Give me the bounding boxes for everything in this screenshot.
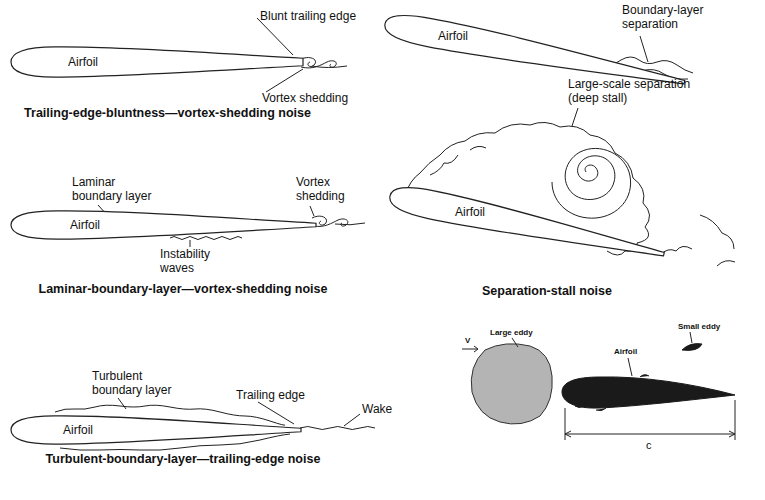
figure-label: V: [465, 336, 470, 345]
wake: [300, 427, 375, 430]
leader-line: [572, 108, 578, 126]
leader-line: [512, 332, 692, 376]
part-label: Vortex shedding: [296, 176, 358, 204]
mechanism-title: Turbulent-boundary-layer—trailing-edge n…: [28, 452, 338, 466]
dimension-label: c: [646, 439, 652, 452]
airfoil: Airfoil: [8, 410, 308, 450]
airfoil-outline: [385, 178, 675, 273]
airfoil-shape: [387, 182, 667, 268]
airfoil-outline: [8, 410, 308, 450]
airfoil-label: Airfoil: [455, 206, 485, 218]
instability-waves: [170, 237, 242, 240]
airfoil-shape: [11, 211, 316, 239]
figure-label: Small eddy: [678, 322, 720, 331]
part-label: Large-scale separation (deep stall): [568, 78, 718, 106]
airfoil-label: Airfoil: [63, 424, 93, 436]
figure-label: Large eddy: [490, 328, 533, 337]
mechanism-title: Trailing-edge-bluntness—vortex-shedding …: [15, 106, 320, 120]
part-label: Turbulent boundary layer: [92, 370, 187, 398]
airfoil-label: Airfoil: [438, 30, 468, 42]
small-airfoil: [562, 377, 735, 408]
airfoil: Airfoil: [8, 205, 320, 245]
part-label: Boundary-layer separation: [622, 4, 727, 32]
eddy-spiral: [552, 148, 631, 218]
mechanism-title: Separation-stall noise: [482, 284, 612, 298]
mechanism-title: Laminar-boundary-layer—vortex-shedding n…: [28, 282, 338, 296]
airfoil: Airfoil: [8, 40, 313, 85]
vortex-shedding: [301, 58, 347, 68]
leader-line: [257, 18, 303, 92]
part-label: Laminar boundary layer: [72, 176, 167, 204]
airfoil-shape: [11, 416, 301, 444]
figure-label: Airfoil: [614, 347, 637, 356]
small-eddy: [575, 344, 702, 411]
part-label: Vortex shedding: [262, 92, 348, 106]
airfoil-outline: [8, 205, 320, 245]
large-eddy: [471, 344, 552, 424]
airfoil-label: Airfoil: [70, 219, 100, 231]
airfoil: Airfoil: [385, 178, 675, 273]
vortex-shedding: [312, 216, 365, 226]
part-label: Wake: [362, 403, 392, 417]
part-label: Trailing edge: [236, 389, 305, 403]
leader-line: [640, 36, 648, 62]
part-label: Instability waves: [160, 248, 240, 276]
chord-dimension: [565, 400, 735, 440]
large-scale-separation: [405, 122, 735, 266]
velocity-arrow: [462, 346, 478, 352]
part-label: Blunt trailing edge: [260, 10, 356, 24]
airfoil-shape: [11, 47, 303, 77]
airfoil-outline: [8, 40, 313, 85]
airfoil-label: Airfoil: [68, 56, 98, 68]
